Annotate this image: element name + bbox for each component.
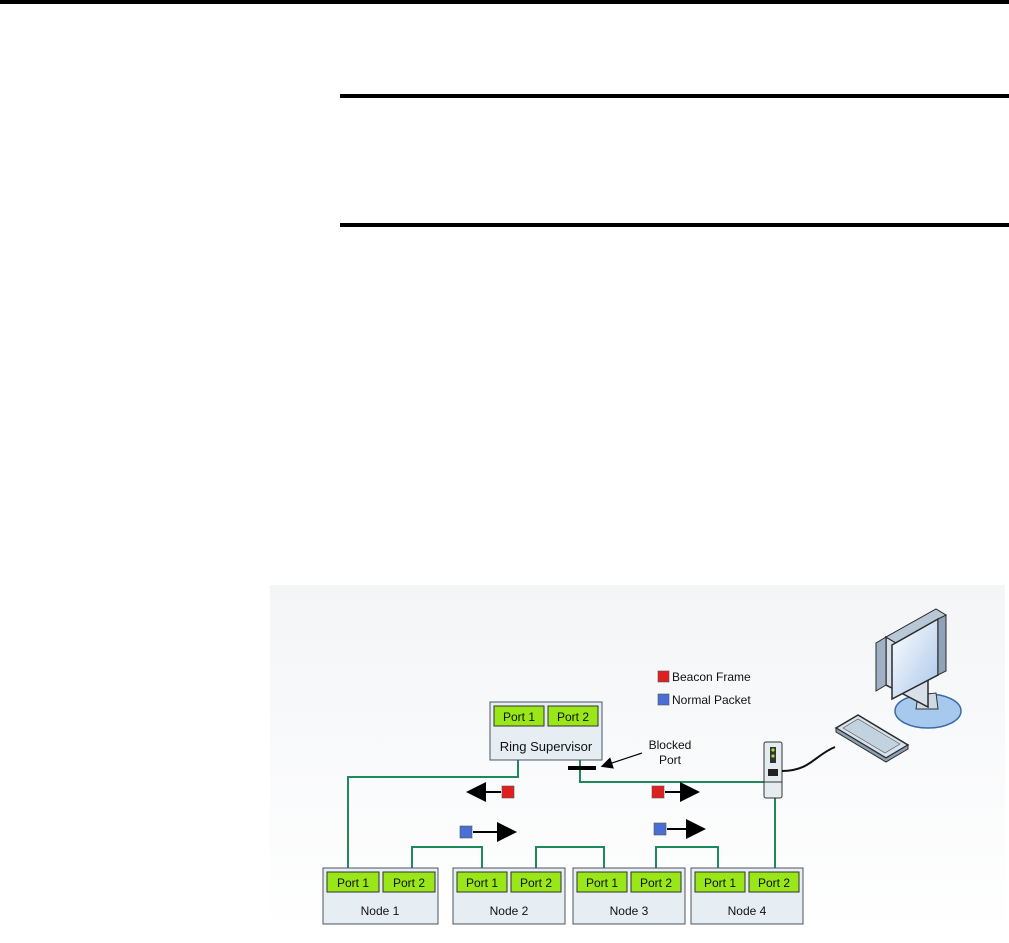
node1-label: Node 1 [361,904,400,918]
node2-port1-label: Port 1 [466,876,498,890]
switch-device-icon [763,741,783,799]
legend-beacon-swatch [657,670,670,683]
blocked-port-pointer [600,752,643,769]
supervisor-port2 [547,705,599,727]
supervisor-port1 [493,705,545,727]
keyboard-icon [834,714,910,763]
node1-port2-label: Port 2 [393,876,425,890]
legend-normal-label: Normal Packet [672,693,751,707]
blocked-port-label-line1: Blocked [649,738,692,752]
node-2: Port 1 Port 2 Node 2 [452,867,566,925]
node2-port2-label: Port 2 [520,876,552,890]
legend-beacon-label: Beacon Frame [672,670,751,684]
supervisor-port2-label: Port 2 [557,710,589,724]
ring-supervisor: Port 1 Port 2 Ring Supervisor [489,701,603,761]
node4-port1-label: Port 1 [704,876,736,890]
node3-port1-label: Port 1 [586,876,618,890]
node-4: Port 1 Port 2 Node 4 [690,867,804,925]
ring-diagram-svg: Port 1 Port 2 Ring Supervisor Blocked Po… [270,585,1005,935]
legend-normal-swatch [657,693,670,706]
node4-port2-label: Port 2 [758,876,790,890]
computer-monitor-icon [875,608,962,729]
keyboard-cable [781,746,836,772]
note-bottom-rule [340,223,1009,227]
node-1: Port 1 Port 2 Node 1 [322,867,439,925]
node-3: Port 1 Port 2 Node 3 [572,867,686,925]
ring-links [347,760,776,868]
note-top-rule [340,94,1009,98]
node2-label: Node 2 [490,904,529,918]
link-node2-node3 [535,846,605,868]
supervisor-port1-label: Port 1 [503,710,535,724]
blocked-port-label-line2: Port [659,753,682,767]
normal-packet-node1-node2 [459,822,517,842]
ring-topology-figure: Port 1 Port 2 Ring Supervisor Blocked Po… [270,585,1005,935]
supervisor-label: Ring Supervisor [500,739,593,754]
node4-label: Node 4 [728,904,767,918]
page-top-rule [0,0,1009,4]
normal-packet-node3-node4 [653,819,706,839]
link-node1-node2 [411,846,483,868]
link-node3-node4 [655,846,719,868]
beacon-frame-left [466,782,515,802]
beacon-frame-right [651,782,700,802]
node3-label: Node 3 [610,904,649,918]
legend: Beacon Frame Normal Packet [657,670,751,707]
node3-port2-label: Port 2 [640,876,672,890]
node1-port1-label: Port 1 [337,876,369,890]
link-node1-supervisor [347,760,519,868]
